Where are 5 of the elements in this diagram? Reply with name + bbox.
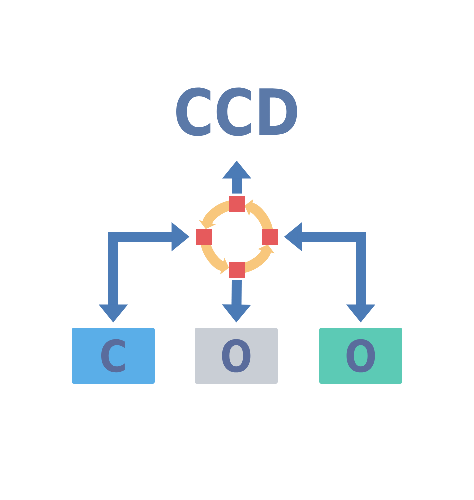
- cycle-icon: [196, 196, 278, 278]
- letter-box: O: [195, 328, 278, 384]
- letter-box: O: [320, 328, 402, 384]
- letter-box: C: [72, 328, 155, 384]
- title: CCD: [176, 88, 298, 136]
